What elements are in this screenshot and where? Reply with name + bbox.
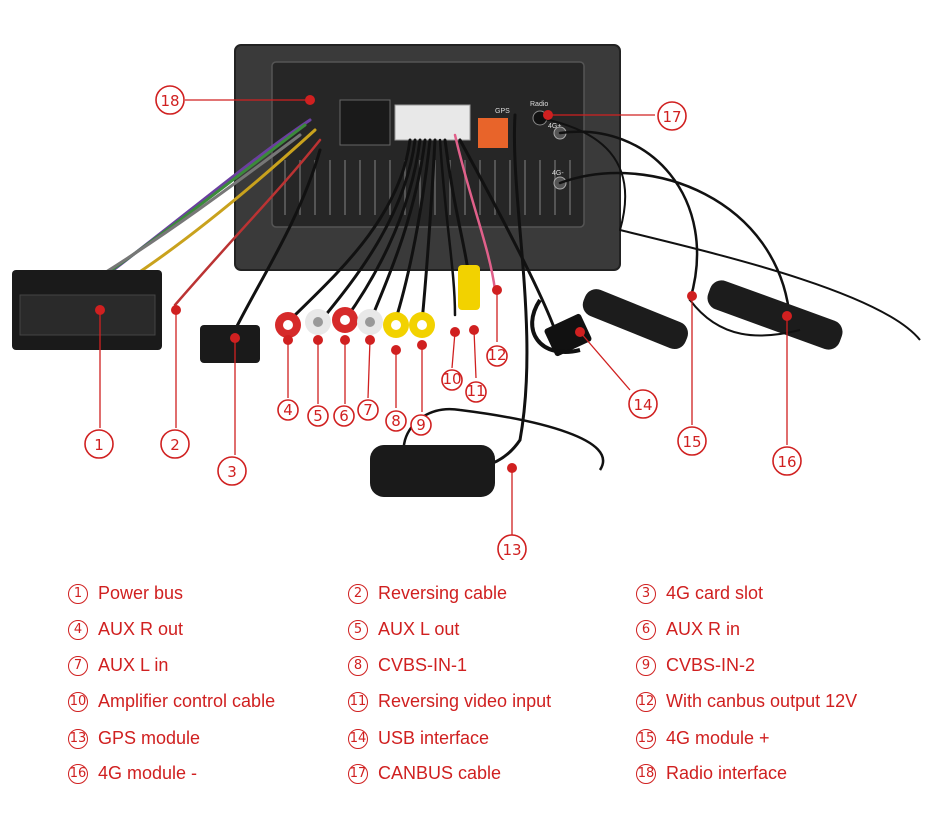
legend: 1 Power bus 4 AUX R out 7 AUX L in 10 Am… (0, 575, 930, 805)
legend-item: 14 USB interface (348, 728, 489, 749)
legend-label: USB interface (378, 728, 490, 748)
legend-item: 15 4G module + (636, 728, 770, 749)
legend-number: 11 (348, 691, 368, 712)
legend-number: 12 (636, 691, 656, 712)
power-bus-connector (12, 270, 162, 350)
callout-1: 1 (94, 436, 104, 454)
legend-label: CVBS-IN-1 (378, 655, 468, 675)
legend-item: 5 AUX L out (348, 619, 459, 640)
callout-3: 3 (227, 463, 237, 481)
callout-11: 11 (466, 382, 485, 400)
legend-item: 12 With canbus output 12V (636, 691, 857, 712)
callout-leader-lines (99, 99, 788, 535)
callout-numbers: 1 2 3 4 5 6 7 8 9 10 11 12 13 14 15 16 1… (94, 92, 796, 559)
legend-number: 7 (68, 655, 88, 676)
callout-18: 18 (160, 92, 179, 110)
legend-label: AUX L in (98, 655, 169, 675)
legend-number: 10 (68, 691, 88, 712)
callout-15: 15 (682, 433, 701, 451)
legend-item: 6 AUX R in (636, 619, 740, 640)
gps-port-label: GPS (495, 108, 510, 115)
legend-item: 1 Power bus (68, 583, 183, 604)
legend-item: 16 4G module - (68, 763, 197, 784)
legend-label: AUX R in (666, 619, 741, 639)
legend-number: 5 (348, 619, 368, 640)
legend-number: 13 (68, 728, 88, 749)
legend-item: 2 Reversing cable (348, 583, 507, 604)
callout-14: 14 (633, 396, 652, 414)
legend-item: 17 CANBUS cable (348, 763, 501, 784)
legend-number: 2 (348, 583, 368, 604)
legend-label: Radio interface (666, 763, 788, 783)
4g-antennas (582, 229, 921, 350)
legend-label: AUX L out (378, 619, 460, 639)
legend-number: 3 (636, 583, 656, 604)
legend-number: 14 (348, 728, 368, 749)
legend-item: 9 CVBS-IN-2 (636, 655, 755, 676)
legend-item: 10 Amplifier control cable (68, 691, 275, 712)
usb-cable (530, 298, 592, 357)
callout-5: 5 (313, 407, 323, 425)
legend-label: Reversing video input (378, 691, 552, 711)
legend-item: 8 CVBS-IN-1 (348, 655, 467, 676)
legend-label: GPS module (98, 728, 201, 748)
heatsink-fins (284, 160, 571, 215)
legend-number: 17 (348, 763, 368, 784)
legend-item: 3 4G card slot (636, 583, 763, 604)
callout-6: 6 (339, 407, 349, 425)
callout-17: 17 (662, 108, 681, 126)
callout-dots (95, 95, 792, 473)
callout-9: 9 (416, 416, 426, 434)
gps-antenna (370, 407, 605, 497)
4g-card-slot-module (200, 325, 260, 363)
radio-port-label: Radio (530, 101, 548, 108)
callout-16: 16 (777, 453, 796, 471)
callout-2: 2 (170, 436, 180, 454)
legend-item: 13 GPS module (68, 728, 200, 749)
legend-item: 4 AUX R out (68, 619, 183, 640)
rca-plugs (275, 265, 480, 338)
4g-plus-port-label: 4G+ (548, 123, 561, 130)
legend-label: 4G module - (98, 763, 198, 783)
callout-12: 12 (487, 346, 506, 364)
main-connector (339, 99, 391, 146)
wiring-diagram: GPS Radio 4G+ 4G- (12, 44, 921, 560)
legend-number: 1 (68, 583, 88, 604)
label-sticker (478, 118, 508, 148)
legend-label: Amplifier control cable (98, 691, 276, 711)
legend-number: 18 (636, 763, 656, 784)
legend-item: 18 Radio interface (636, 763, 787, 784)
legend-number: 8 (348, 655, 368, 676)
callout-10: 10 (442, 370, 461, 388)
legend-label: CVBS-IN-2 (666, 655, 756, 675)
legend-label: 4G module + (666, 728, 770, 748)
legend-number: 6 (636, 619, 656, 640)
legend-number: 4 (68, 619, 88, 640)
legend-label: CANBUS cable (378, 763, 502, 783)
callout-circles (84, 85, 802, 560)
legend-item: 7 AUX L in (68, 655, 168, 676)
legend-label: Reversing cable (378, 583, 508, 603)
legend-label: With canbus output 12V (666, 691, 858, 711)
rca-connector-block (394, 104, 471, 141)
legend-number: 15 (636, 728, 656, 749)
legend-label: Power bus (98, 583, 184, 603)
callout-8: 8 (391, 412, 401, 430)
callout-13: 13 (502, 541, 521, 559)
callout-7: 7 (363, 401, 373, 419)
legend-number: 16 (68, 763, 88, 784)
legend-number: 9 (636, 655, 656, 676)
callout-4: 4 (283, 401, 293, 419)
legend-item: 11 Reversing video input (348, 691, 551, 712)
legend-label: AUX R out (98, 619, 184, 639)
legend-label: 4G card slot (666, 583, 764, 603)
4g-minus-port-label: 4G- (552, 170, 564, 177)
